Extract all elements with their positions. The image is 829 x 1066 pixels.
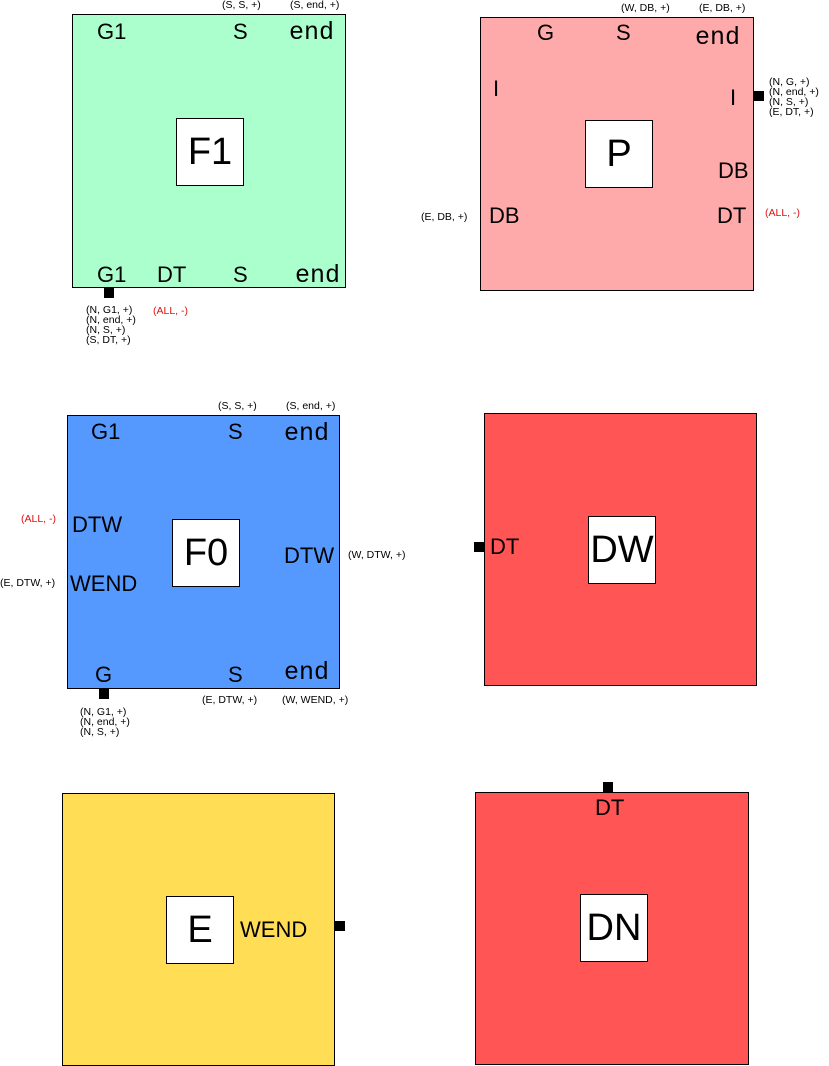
dw-left-dt-label: DT — [490, 534, 520, 559]
f0-top-s-note: (S, S, +) — [218, 400, 257, 412]
p-top-g-label: G — [537, 20, 555, 45]
tile-dw-name: DW — [588, 516, 656, 584]
e-pin-marker — [335, 921, 345, 931]
f0-pin-marker — [99, 689, 109, 699]
f1-top-end-note: (S, end, +) — [290, 0, 340, 11]
f1-all-note: (ALL, -) — [153, 305, 189, 317]
f1-top-end-label: end — [289, 18, 335, 47]
f1-pin-marker — [104, 288, 114, 298]
p-top-s-label: S — [616, 20, 631, 45]
dn-top-dt-label: DT — [595, 795, 625, 820]
f1-bottom-dt-label: DT — [157, 262, 187, 287]
tile-p-name: P — [585, 120, 653, 188]
f0-left-wend-note: (E, DTW, +) — [0, 577, 56, 589]
p-right-dt-label: DT — [717, 203, 747, 228]
p-pin-list-note: (N, G, +) (N, end, +) (N, S, +) (E, DT, … — [769, 76, 819, 118]
f1-top-s-note: (S, S, +) — [222, 0, 261, 11]
f0-top-end-label: end — [284, 419, 330, 448]
f1-pin-list-note: (N, G1, +) (N, end, +) (N, S, +) (S, DT,… — [86, 304, 136, 346]
f1-bottom-end-label: end — [295, 261, 341, 290]
f0-bottom-end-label: end — [284, 658, 330, 687]
p-right-i-label: I — [730, 85, 737, 110]
f1-bottom-g1-label: G1 — [97, 262, 127, 287]
f0-left-dtw-label: DTW — [72, 512, 123, 537]
f0-bottom-g-label: G — [95, 662, 113, 687]
p-right-db-label: DB — [718, 158, 749, 183]
f0-top-end-note: (S, end, +) — [286, 400, 336, 412]
f1-bottom-s-label: S — [233, 262, 248, 287]
p-top-end-label: end — [695, 23, 741, 52]
dn-pin-marker — [603, 782, 613, 792]
p-top-end-note: (E, DB, +) — [699, 2, 746, 14]
p-all-note: (ALL, -) — [765, 207, 801, 219]
f0-top-g1-label: G1 — [91, 419, 121, 444]
tile-f1-name: F1 — [176, 118, 244, 186]
tile-f0-name: F0 — [172, 519, 240, 587]
f0-right-dtw-note: (W, DTW, +) — [348, 549, 406, 561]
f0-all-note: (ALL, -) — [21, 513, 57, 525]
e-right-wend-label: WEND — [240, 917, 308, 942]
tile-e-name: E — [166, 896, 234, 964]
tile-dn-name: DN — [580, 894, 648, 962]
dw-pin-marker — [474, 542, 484, 552]
f0-bottom-s-label: S — [228, 662, 243, 687]
p-left-i-label: I — [493, 76, 500, 101]
f0-right-dtw-label: DTW — [284, 543, 335, 568]
f1-top-s-label: S — [233, 19, 248, 44]
p-left-db-note: (E, DB, +) — [421, 211, 468, 223]
f0-top-s-label: S — [228, 419, 243, 444]
f0-left-wend-label: WEND — [70, 571, 138, 596]
f0-bottom-end-note: (W, WEND, +) — [282, 694, 349, 706]
f0-pin-list-note: (N, G1, +) (N, end, +) (N, S, +) — [80, 706, 130, 738]
p-left-db-label: DB — [489, 203, 520, 228]
p-pin-marker — [754, 91, 764, 101]
f1-top-g1-label: G1 — [97, 19, 127, 44]
f0-bottom-s-note: (E, DTW, +) — [202, 694, 258, 706]
p-top-s-note: (W, DB, +) — [621, 2, 670, 14]
